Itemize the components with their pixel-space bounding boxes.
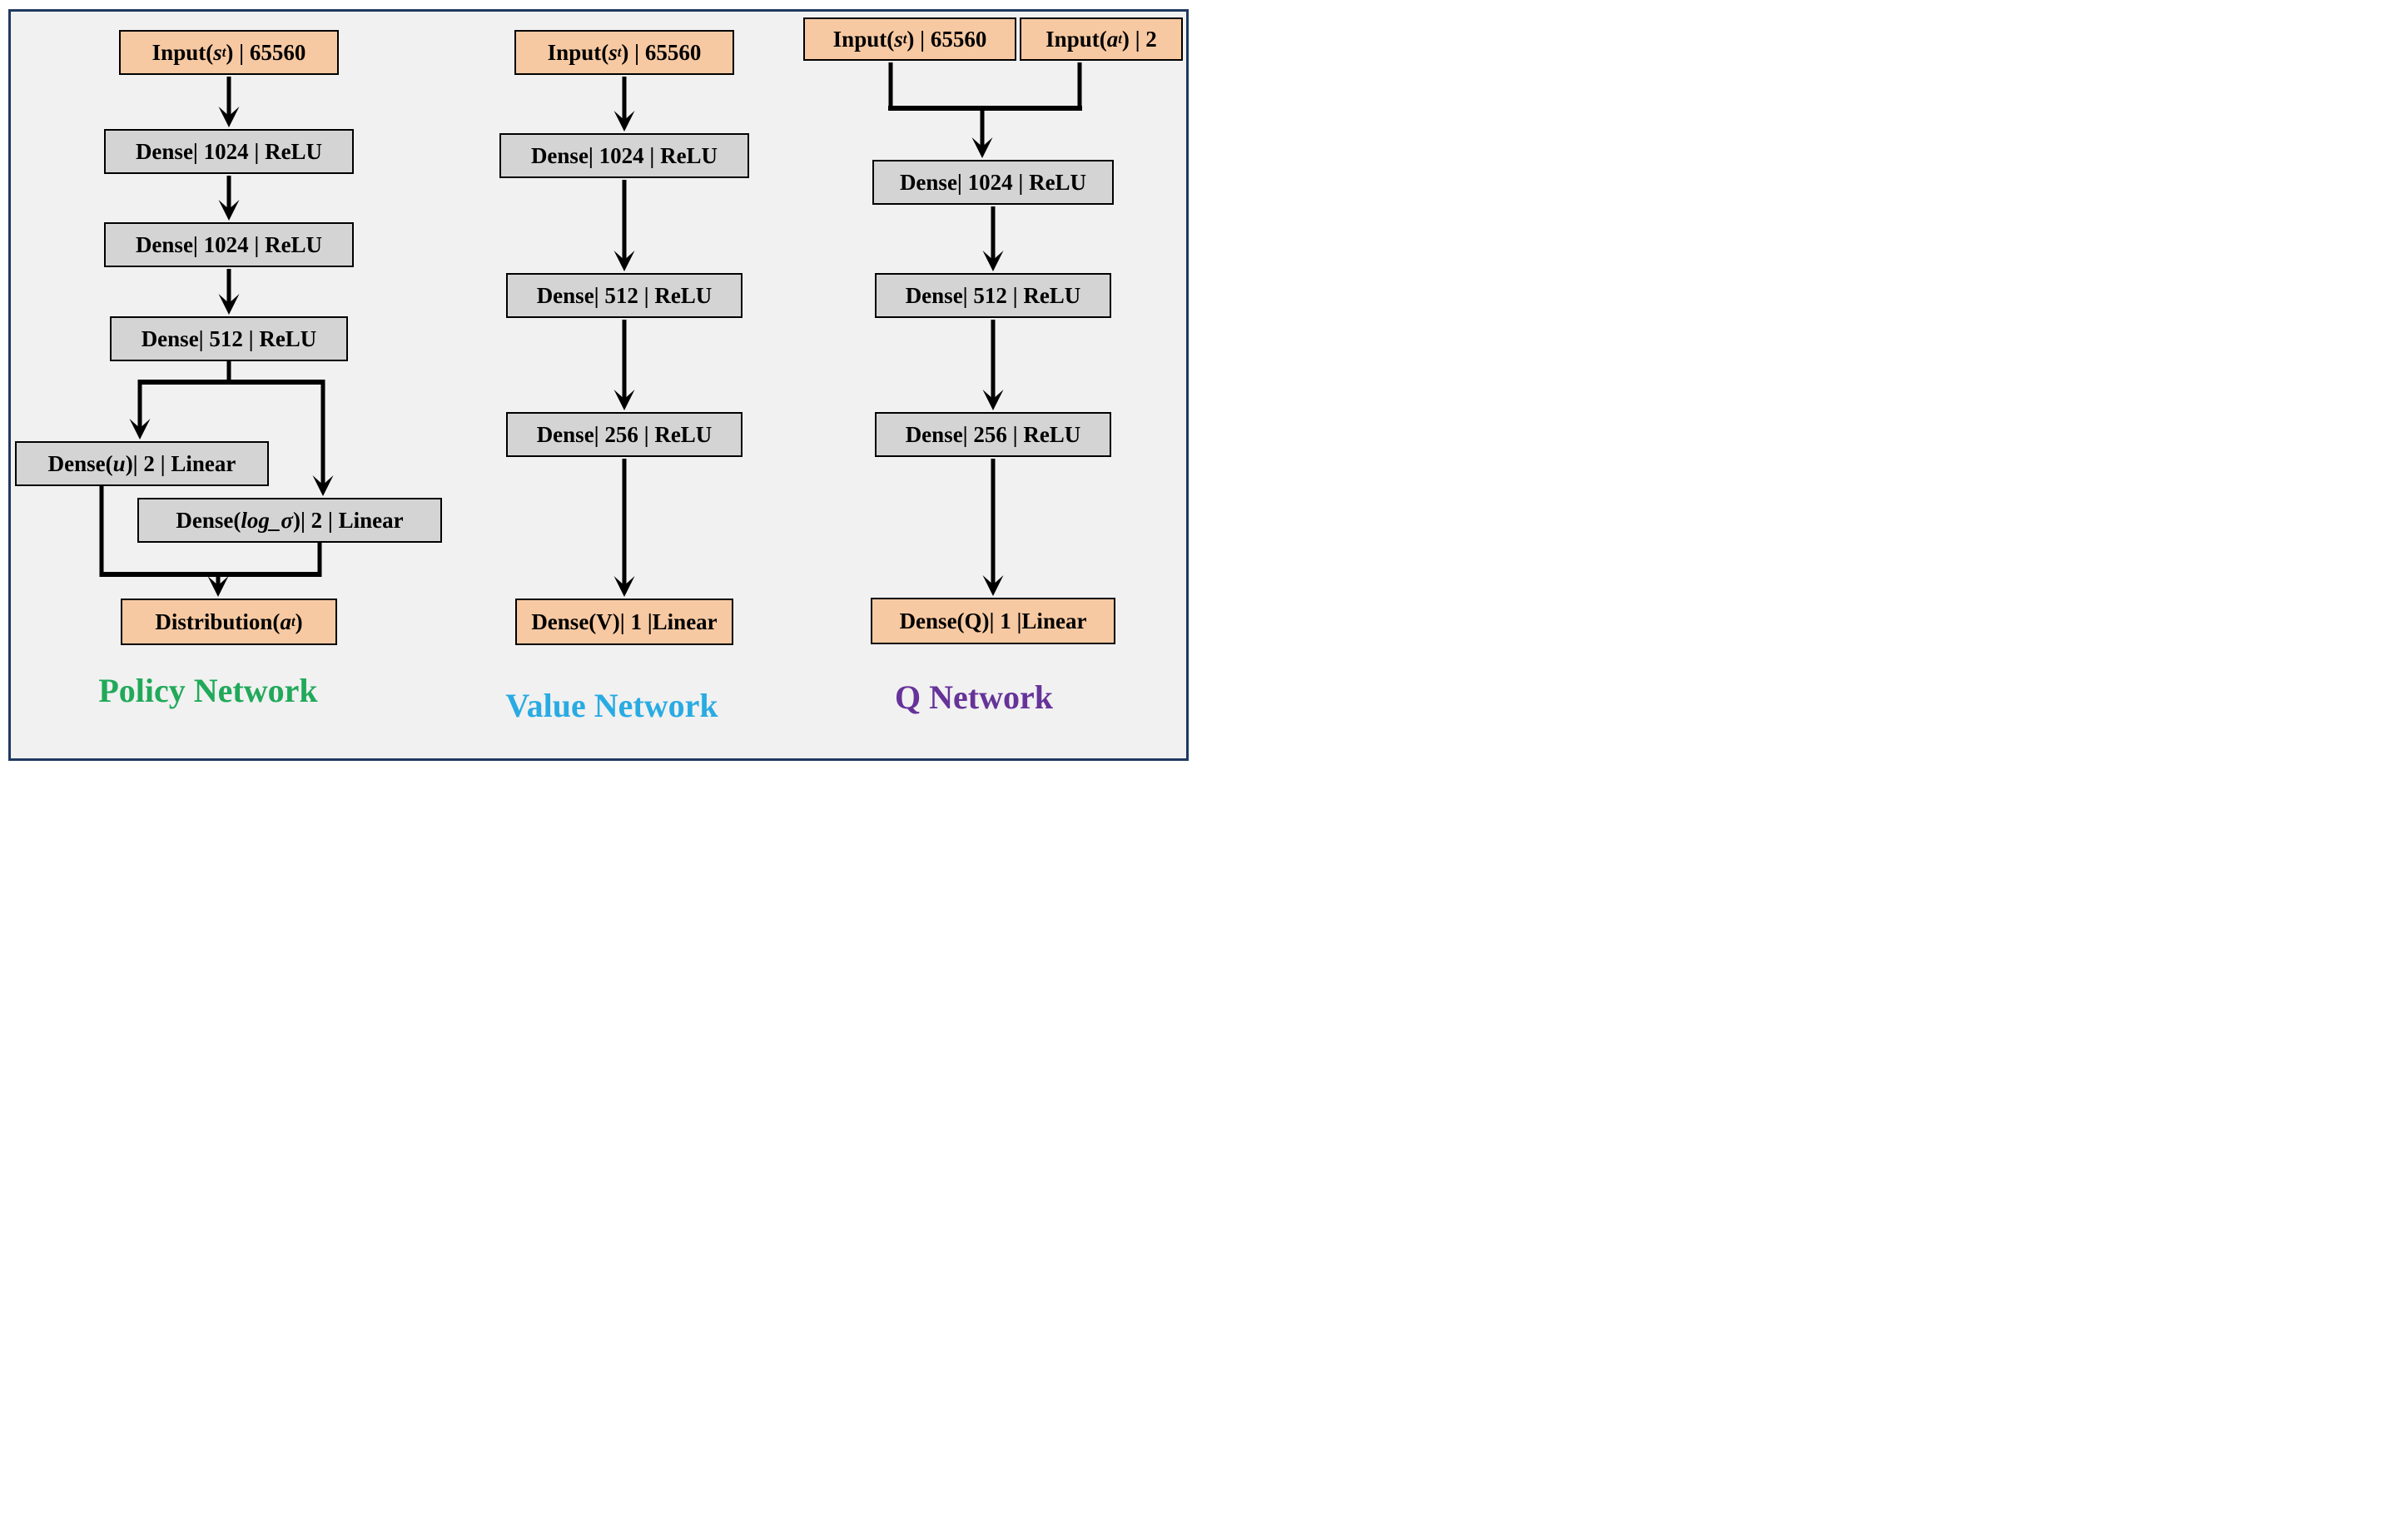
box-text: ) | 65560 — [906, 26, 987, 52]
q-network-connectors — [888, 62, 1082, 596]
policy-dense-512-box: Dense| 512 | ReLU — [110, 316, 348, 361]
policy-dense-1024-box-1: Dense| 1024 | ReLU — [104, 129, 354, 174]
box-text: Input( — [1045, 26, 1107, 52]
box-var: s — [213, 39, 222, 65]
box-text: Distribution( — [155, 609, 281, 634]
policy-dense-mu-box: Dense(u)| 2 | Linear — [15, 441, 269, 486]
box-var: a — [1106, 26, 1119, 52]
box-text: ) — [295, 609, 303, 634]
policy-dense-1024-box-2: Dense| 1024 | ReLU — [104, 222, 354, 267]
policy-dense-log-sigma-box: Dense(log_σ)| 2 | Linear — [137, 498, 442, 543]
value-network-label: Value Network — [505, 687, 718, 724]
box-text: Dense| 512 | ReLU — [536, 282, 713, 308]
value-dense-256-box: Dense| 256 | ReLU — [506, 412, 743, 457]
box-text: Dense| 1024 | ReLU — [135, 231, 323, 257]
q-dense-256-box: Dense| 256 | ReLU — [875, 412, 1111, 457]
q-network-label: Q Network — [895, 678, 1053, 716]
box-text: Input( — [151, 39, 214, 65]
box-text: Dense| 256 | ReLU — [536, 421, 713, 447]
box-text: )| 2 | Linear — [292, 507, 404, 533]
box-text: )| 2 | Linear — [125, 450, 236, 476]
q-dense-512-box: Dense| 512 | ReLU — [875, 273, 1111, 318]
value-dense-v-box: Dense(V)| 1 |Linear — [515, 599, 733, 645]
box-text: Dense( — [47, 450, 113, 476]
box-text: Dense(V)| 1 |Linear — [531, 609, 718, 634]
box-text: Dense| 1024 | ReLU — [899, 169, 1087, 195]
flow-arrows-svg — [99, 62, 1082, 597]
box-var: a — [280, 609, 291, 634]
box-text: Dense( — [176, 507, 241, 533]
box-text: Dense(Q)| 1 |Linear — [899, 608, 1087, 633]
box-var: s — [608, 39, 618, 65]
box-text: Dense| 512 | ReLU — [141, 325, 317, 351]
box-text: Input( — [547, 39, 609, 65]
box-text: Input( — [832, 26, 895, 52]
box-text: ) | 65560 — [621, 39, 702, 65]
q-dense-q-box: Dense(Q)| 1 |Linear — [871, 598, 1115, 644]
box-var: log_σ — [241, 507, 293, 533]
box-var: s — [894, 26, 903, 52]
policy-network-connectors — [99, 77, 334, 597]
box-var: u — [112, 450, 126, 476]
box-text: Dense| 256 | ReLU — [905, 421, 1081, 447]
value-dense-1024-box: Dense| 1024 | ReLU — [499, 133, 749, 178]
box-text: Dense| 1024 | ReLU — [530, 142, 718, 168]
page: { "palette": { "io_box_fill": "#f7c9a2",… — [0, 0, 1194, 770]
value-dense-512-box: Dense| 512 | ReLU — [506, 273, 743, 318]
policy-network-label: Policy Network — [98, 672, 318, 709]
box-text: Dense| 1024 | ReLU — [135, 138, 323, 164]
box-text: ) | 65560 — [226, 39, 306, 65]
box-text: ) | 2 — [1121, 26, 1157, 52]
box-text: Dense| 512 | ReLU — [905, 282, 1081, 308]
q-dense-1024-box: Dense| 1024 | ReLU — [872, 160, 1114, 205]
